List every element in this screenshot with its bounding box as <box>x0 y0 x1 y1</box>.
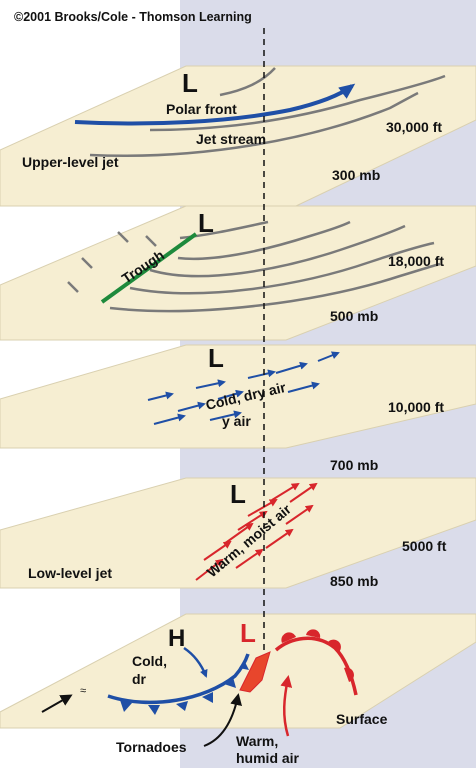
jet-stream-label: Jet stream <box>196 131 266 147</box>
wind-arrow <box>247 369 276 379</box>
contour-line <box>89 91 419 158</box>
altitude-label: 5000 ft <box>402 538 447 554</box>
wind-arrow <box>223 522 254 545</box>
wind-arrow <box>265 528 294 549</box>
level-name-label: Upper-level jet <box>22 154 119 170</box>
warm-front-bump <box>328 639 341 652</box>
contour-line <box>177 220 351 261</box>
cold-air-arrow <box>183 646 208 678</box>
low-pressure-symbol: L <box>182 68 198 98</box>
tornadoes-pointer-arrow <box>203 693 242 747</box>
low-pressure-symbol: L <box>230 479 246 509</box>
layer-700mb: L Cold, dry air y air 10,000 ft 700 mb <box>0 343 476 473</box>
polar-front-label: Polar front <box>166 101 237 117</box>
wind-arrow <box>287 381 320 393</box>
altitude-label: 10,000 ft <box>388 399 444 415</box>
cold-front-triangle <box>148 705 160 715</box>
contour-line <box>109 262 441 313</box>
wind-arrow <box>317 351 340 362</box>
wind-arrow <box>147 391 174 401</box>
contour-dash <box>67 281 79 293</box>
pressure-label: 850 mb <box>330 573 378 589</box>
warm-humid-air-label-line1: Warm, <box>236 733 278 749</box>
altitude-label: 30,000 ft <box>386 119 442 135</box>
pressure-label: 700 mb <box>330 457 378 473</box>
wind-arrow <box>153 413 186 425</box>
cold-front-triangle <box>224 677 236 688</box>
cold-front-triangle <box>202 692 213 703</box>
layer-500mb: L Trough 18,000 ft 500 mb <box>0 205 476 341</box>
wind-arrow <box>195 558 224 581</box>
copyright-text: ©2001 Brooks/Cole - Thomson Learning <box>14 10 252 24</box>
north-arrow-tick: ≈ <box>80 685 86 697</box>
dryline-wedge <box>239 651 271 693</box>
tornadoes-label: Tornadoes <box>116 739 187 755</box>
warm-front-bump <box>344 667 354 682</box>
level-name-label: Low-level jet <box>28 565 112 581</box>
low-pressure-symbol: L <box>240 618 256 648</box>
warm-humid-air-arrow <box>280 675 293 737</box>
wind-arrow <box>177 401 206 412</box>
cold-air-label-line1: Cold, <box>132 653 167 669</box>
high-pressure-symbol: H <box>168 625 185 652</box>
warm-front-bump <box>306 629 321 638</box>
cold-front-triangle <box>120 700 132 712</box>
pressure-label: 500 mb <box>330 308 378 324</box>
wind-arrow <box>209 410 242 421</box>
layer-850mb: L Warm, moist air Low-level jet 5000 ft … <box>0 477 476 589</box>
north-arrow <box>41 694 73 713</box>
contour-line <box>129 241 435 295</box>
surface-label: Surface <box>336 711 388 727</box>
warm-front-bump <box>281 632 296 643</box>
contour-line <box>149 224 406 278</box>
wind-arrow <box>237 510 268 531</box>
wind-arrow <box>217 389 244 400</box>
contour-dash <box>145 235 157 247</box>
contour-line <box>149 74 446 132</box>
low-pressure-symbol: L <box>208 343 224 373</box>
wind-arrow <box>289 482 318 503</box>
pressure-label: 300 mb <box>332 167 380 183</box>
wind-arrow <box>285 504 314 525</box>
contour-dash <box>117 231 129 243</box>
contour-dash <box>81 257 93 269</box>
low-pressure-symbol: L <box>198 208 214 238</box>
cold-air-label-line2: dr <box>132 671 147 687</box>
trough-line <box>100 232 198 304</box>
warm-humid-air-label-line2: humid air <box>236 750 300 766</box>
altitude-label: 18,000 ft <box>388 253 444 269</box>
layer-surface: ≈ H L Cold, dr Surface Tornadoes Warm, h… <box>0 613 476 766</box>
wind-arrow <box>235 548 264 569</box>
polar-front-arrow <box>74 83 356 126</box>
air-label-fragment: y air <box>222 413 251 429</box>
cold-front-triangle <box>239 660 249 670</box>
contour-line <box>219 67 276 97</box>
cold-front-triangle <box>176 701 188 711</box>
warm-moist-air-arrows <box>195 482 318 581</box>
wind-arrow <box>247 499 278 517</box>
wind-arrow <box>203 540 232 561</box>
wind-arrow <box>195 379 226 389</box>
wind-arrow <box>271 482 300 501</box>
wind-arrow <box>275 361 308 374</box>
cold-dry-air-arrows <box>147 351 340 425</box>
layer-300mb: L Polar front Jet stream Upper-level jet… <box>0 65 476 207</box>
